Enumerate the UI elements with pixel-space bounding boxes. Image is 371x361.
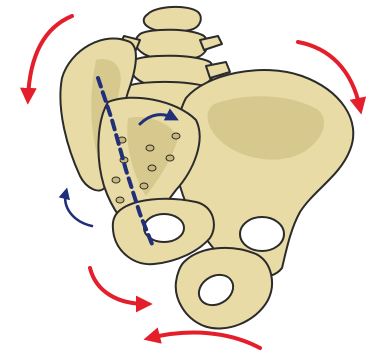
left-small-rotation-arrow: [65, 192, 92, 226]
lower-left-rotation-arrow: [90, 268, 146, 304]
vertebra-1: [144, 7, 201, 32]
bottom-rotation-arrow: [150, 333, 260, 348]
acetabulum-socket: [240, 217, 284, 251]
